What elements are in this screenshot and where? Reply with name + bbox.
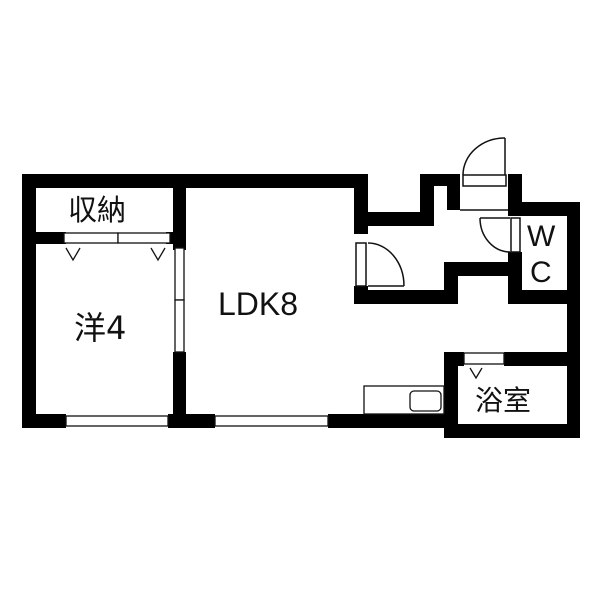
closet-doors (63, 232, 171, 262)
room-label-wc-line1: W (527, 220, 556, 253)
window-western-bottom (65, 415, 169, 427)
western-ldk-sliding-door (174, 247, 185, 353)
room-label-storage: 収納 (68, 193, 127, 227)
windows (65, 415, 329, 427)
window-ldk-bottom (214, 415, 329, 427)
entrance-door (460, 137, 508, 211)
kitchen-counter (363, 385, 445, 415)
toilet-door (479, 217, 521, 253)
bath-door (463, 352, 505, 380)
sink (409, 390, 442, 412)
room-label-bath: 浴室 (475, 384, 532, 417)
room-label-ldk: LDK8 (218, 286, 299, 322)
room-label-western: 洋4 (74, 309, 127, 347)
hall-door (355, 242, 405, 287)
room-label-wc-line2: C (530, 256, 552, 289)
